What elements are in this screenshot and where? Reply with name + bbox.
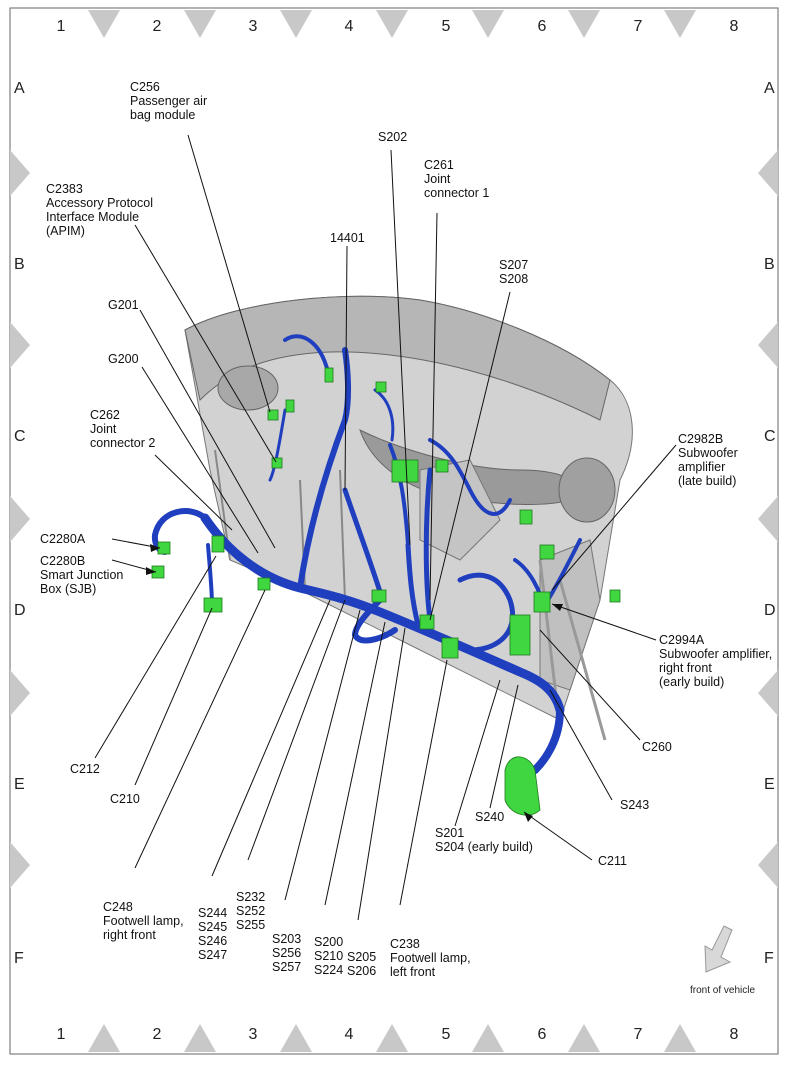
c2383-connector [271,457,283,469]
grid-col-6: 6 [537,18,547,35]
callout-c210: C210 [110,792,140,806]
callout-s240: S240 [475,810,505,824]
connector [419,614,435,630]
callout-c248: C248 Footwell lamp, right front [103,900,184,942]
connector [435,459,449,473]
grid-row-f-right: F [764,950,774,967]
front-of-vehicle-label: front of vehicle [690,985,756,996]
callout-g201: G201 [108,298,139,312]
callout-s200-group: S200 S210 S224 [314,935,344,977]
c256-connector [267,409,279,421]
callout-14401: 14401 [330,231,365,245]
grid-col-4: 4 [344,18,354,35]
callout-s203-group: S203 S256 S257 [272,932,302,974]
c238-connector [441,637,459,659]
grid-col-3: 3 [248,18,258,35]
callout-c262: C262 Joint connector 2 [90,408,156,450]
callout-c238: C238 Footwell lamp, left front [390,937,471,979]
grid-col-6-bottom: 6 [537,1026,547,1043]
callout-g200: G200 [108,352,139,366]
grid-row-c-right: C [764,428,776,445]
callout-c2994a: C2994A Subwoofer amplifier, right front … [659,633,773,689]
callout-c256: C256 Passenger air bag module [130,80,208,122]
connector [285,399,295,413]
grid-col-7-bottom: 7 [633,1026,643,1043]
border-triangles [10,10,778,1052]
grid-row-b-right: B [764,256,775,273]
connector [519,509,533,525]
connector [609,589,621,603]
front-of-vehicle-arrow [704,925,733,973]
callout-s202: S202 [378,130,408,144]
callout-s243: S243 [620,798,650,812]
connectors [151,367,621,816]
grid-col-8: 8 [729,18,739,35]
c248-connector [257,577,271,591]
callout-c212: C212 [70,762,100,776]
grid-col-5: 5 [441,18,451,35]
c2994a-connector [533,591,551,613]
grid-col-2: 2 [152,18,162,35]
grid-row-c: C [14,428,26,445]
c260-connector [509,614,531,656]
grid-col-3-bottom: 3 [248,1026,258,1043]
c212-connector [211,535,225,553]
grid-col-8-bottom: 8 [729,1026,739,1043]
grid-col-1: 1 [56,18,66,35]
grid-row-f: F [14,950,24,967]
callout-s244-group: S244 S245 S246 S247 [198,906,228,962]
connector [324,367,334,383]
leader-arrowheads [146,544,563,822]
callout-s207-s208: S207 S208 [499,258,529,286]
callout-c2280a: C2280A [40,532,86,546]
c211-connector [504,756,541,816]
grid-col-4-bottom: 4 [344,1026,354,1043]
grid-col-7: 7 [633,18,643,35]
callout-c2383: C2383 Accessory Protocol Interface Modul… [46,182,153,238]
c210-connector [203,597,223,613]
grid-col-2-bottom: 2 [152,1026,162,1043]
connector [371,589,387,603]
grid-row-b: B [14,256,25,273]
callout-c260: C260 [642,740,672,754]
callout-s232-group: S232 S252 S255 [236,890,266,932]
grid-row-e: E [14,776,25,793]
grid-row-a-right: A [764,80,775,97]
c261-connector [391,459,419,483]
wiring-harness [151,334,582,774]
callout-c2280b: C2280B Smart Junction Box (SJB) [40,554,124,596]
grid-row-a: A [14,80,25,97]
c2982b-connector [539,544,555,560]
grid-col-5-bottom: 5 [441,1026,451,1043]
connector [375,381,387,393]
grid-row-d-right: D [764,602,776,619]
grid-row-e-right: E [764,776,775,793]
callout-s201-s204: S201 S204 (early build) [435,826,533,854]
callout-c2982b: C2982B Subwoofer amplifier (late build) [678,432,738,488]
callout-s205-s206: S205 S206 [347,950,377,978]
callout-c211: C211 [598,854,627,868]
grid-col-1-bottom: 1 [56,1026,66,1043]
leader-lines [94,134,677,921]
callout-c261: C261 Joint connector 1 [424,158,490,200]
grid-row-d: D [14,602,26,619]
